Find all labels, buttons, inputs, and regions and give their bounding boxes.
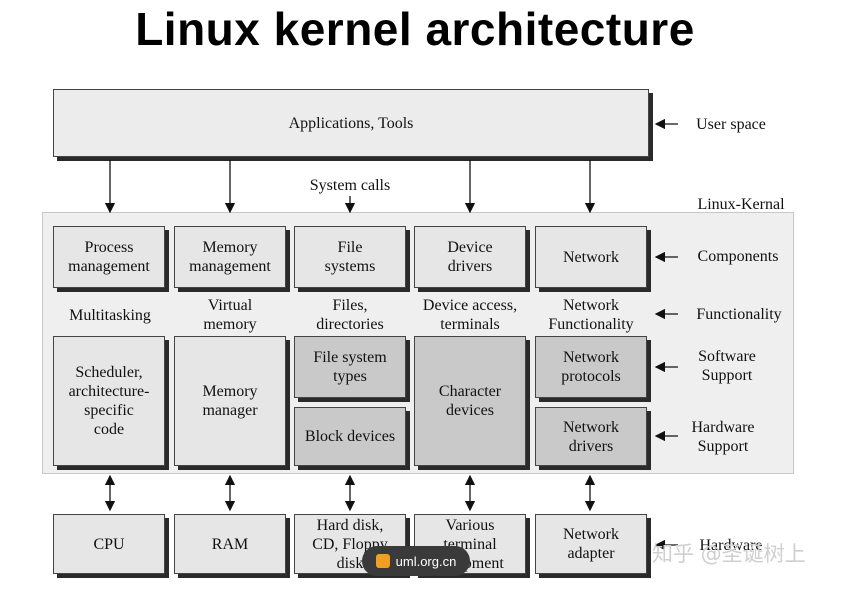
side-label-user-space: User space: [696, 116, 766, 133]
network-drivers-box: Network drivers: [535, 407, 647, 466]
component-label: File systems: [324, 239, 376, 275]
side-label-hardware: Hardware: [699, 537, 763, 554]
component-label: Network: [563, 248, 619, 266]
component-device-drivers: Device drivers: [414, 226, 526, 288]
functionality-virtual-memory: Virtual memory: [203, 297, 257, 333]
side-label-components: Components: [697, 248, 779, 265]
side-label-software-support: Software Support: [698, 348, 756, 384]
hardware-label: CPU: [93, 535, 125, 553]
component-label: Process management: [68, 239, 150, 275]
component-process-management: Process management: [53, 226, 165, 288]
hardware-label: Network adapter: [563, 526, 619, 562]
site-logo-icon: [375, 554, 390, 568]
component-network: Network: [535, 226, 647, 288]
functionality-device-access: Device access, terminals: [422, 297, 518, 333]
hardware-cpu: CPU: [53, 514, 165, 574]
memory-manager-label: Memory manager: [202, 383, 258, 419]
applications-tools-label: Applications, Tools: [288, 114, 414, 132]
memory-manager-box: Memory manager: [174, 336, 286, 466]
hardware-label: RAM: [211, 535, 249, 553]
fs-types-box: File system types: [294, 336, 406, 398]
component-file-systems: File systems: [294, 226, 406, 288]
fs-types-label: File system types: [313, 349, 387, 385]
side-label-linux-kernel: Linux-Kernal: [697, 196, 785, 213]
component-label: Device drivers: [447, 239, 493, 275]
functionality-network: Network Functionality: [548, 297, 634, 333]
page-title: Linux kernel architecture: [135, 3, 695, 55]
component-label: Memory management: [189, 239, 271, 275]
system-calls-label: System calls: [309, 177, 391, 194]
hardware-label: Hard disk, CD, Floppy disk: [312, 516, 388, 572]
character-devices-box: Character devices: [414, 336, 526, 466]
hardware-network-adapter: Network adapter: [535, 514, 647, 574]
functionality-multitasking: Multitasking: [69, 307, 151, 324]
functionality-files: Files, directories: [316, 297, 384, 333]
component-memory-management: Memory management: [174, 226, 286, 288]
network-drivers-label: Network drivers: [563, 418, 619, 455]
side-label-hardware-support: Hardware Support: [691, 419, 755, 455]
applications-tools-box: Applications, Tools: [53, 89, 649, 157]
network-protocols-box: Network protocols: [535, 336, 647, 398]
block-devices-box: Block devices: [294, 407, 406, 466]
scheduler-label: Scheduler, architecture- specific code: [68, 364, 150, 438]
site-badge-label: uml.org.cn: [395, 553, 457, 569]
network-protocols-label: Network protocols: [561, 349, 621, 385]
scheduler-box: Scheduler, architecture- specific code: [53, 336, 165, 466]
character-devices-label: Character devices: [438, 383, 502, 419]
site-badge[interactable]: uml.org.cn: [362, 546, 470, 576]
hardware-ram: RAM: [174, 514, 286, 574]
block-devices-label: Block devices: [304, 428, 396, 445]
side-label-functionality: Functionality: [696, 306, 782, 323]
watermark-text: 知乎 @圣诞树上: [652, 542, 806, 566]
